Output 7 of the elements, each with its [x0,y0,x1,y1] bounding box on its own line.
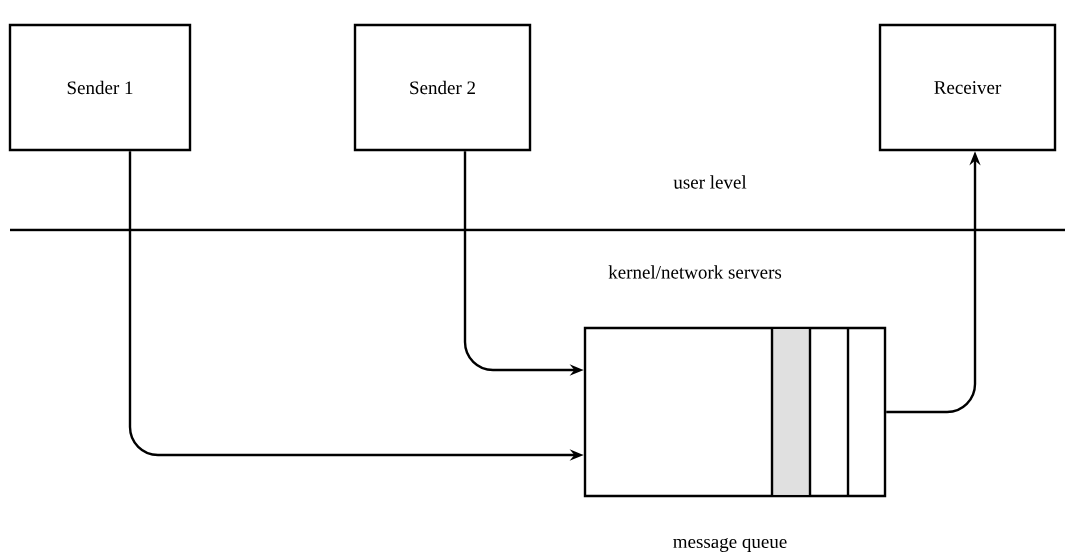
process-box: Sender 1 [8,23,192,152]
level-label: kernel/network servers [608,265,782,279]
queue-box [583,326,887,498]
box-caption: message queue [673,538,787,552]
level-label: user level [673,175,747,189]
process-box: Sender 2 [353,23,532,152]
process-box: Receiver [878,23,1057,152]
